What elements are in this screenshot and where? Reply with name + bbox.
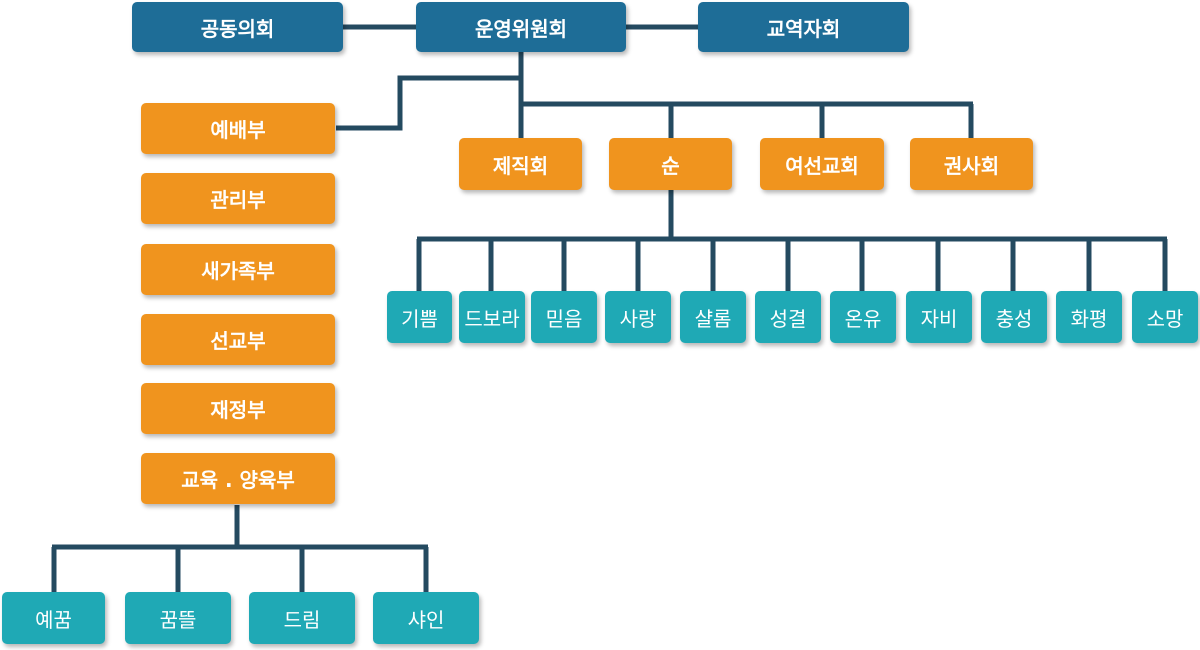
department-box: 관리부: [141, 173, 335, 224]
education-group-box: 꿈뜰: [125, 592, 231, 644]
committee-child-box: 순: [609, 138, 732, 190]
department-box: 예배부: [141, 103, 335, 154]
education-group-box: 샤인: [373, 592, 479, 644]
soon-group-box: 소망: [1132, 291, 1198, 343]
soon-group-box: 충성: [981, 291, 1047, 343]
soon-group-box: 성결: [755, 291, 821, 343]
soon-group-box: 드보라: [459, 291, 525, 343]
committee-child-box: 제직회: [459, 138, 582, 190]
soon-group-box: 샬롬: [680, 291, 746, 343]
committee-child-box: 권사회: [910, 138, 1033, 190]
education-group-box: 예꿈: [2, 592, 105, 644]
soon-group-box: 사랑: [605, 291, 671, 343]
soon-group-box: 믿음: [531, 291, 597, 343]
committee-child-box: 여선교회: [760, 138, 884, 190]
soon-group-box: 기쁨: [387, 291, 452, 343]
soon-group-box: 자비: [906, 291, 972, 343]
soon-group-box: 화평: [1056, 291, 1122, 343]
inter-church-council-box: 교역자회: [698, 2, 909, 52]
department-box: 선교부: [141, 314, 335, 365]
soon-group-box: 온유: [830, 291, 896, 343]
department-box: 새가족부: [141, 244, 335, 295]
education-group-box: 드림: [249, 592, 355, 644]
steering-committee-box: 운영위원회: [416, 2, 626, 52]
department-box: 교육 . 양육부: [141, 453, 335, 504]
department-box: 재정부: [141, 383, 335, 434]
joint-council-box: 공동의회: [132, 2, 343, 52]
